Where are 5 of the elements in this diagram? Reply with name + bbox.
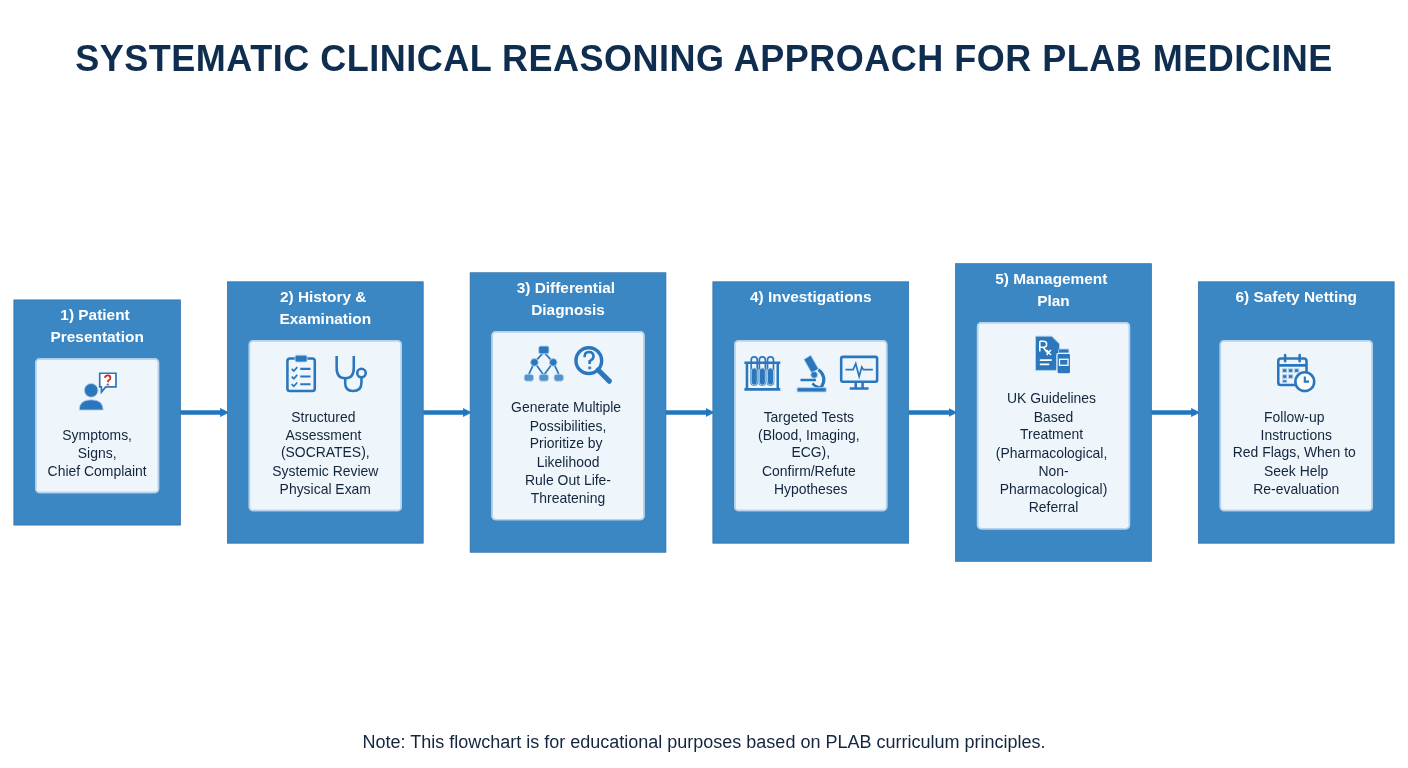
arrow — [423, 408, 472, 417]
arrow — [180, 408, 229, 417]
caption-note: Note: This flowchart is for educational purposes based on PLAB curriculum principles. — [362, 732, 1046, 753]
arrow — [1151, 408, 1200, 417]
diagram-title: SYSTEMATIC CLINICAL REASONING APPROACH FOR PLAB MEDICINE — [75, 38, 1333, 80]
